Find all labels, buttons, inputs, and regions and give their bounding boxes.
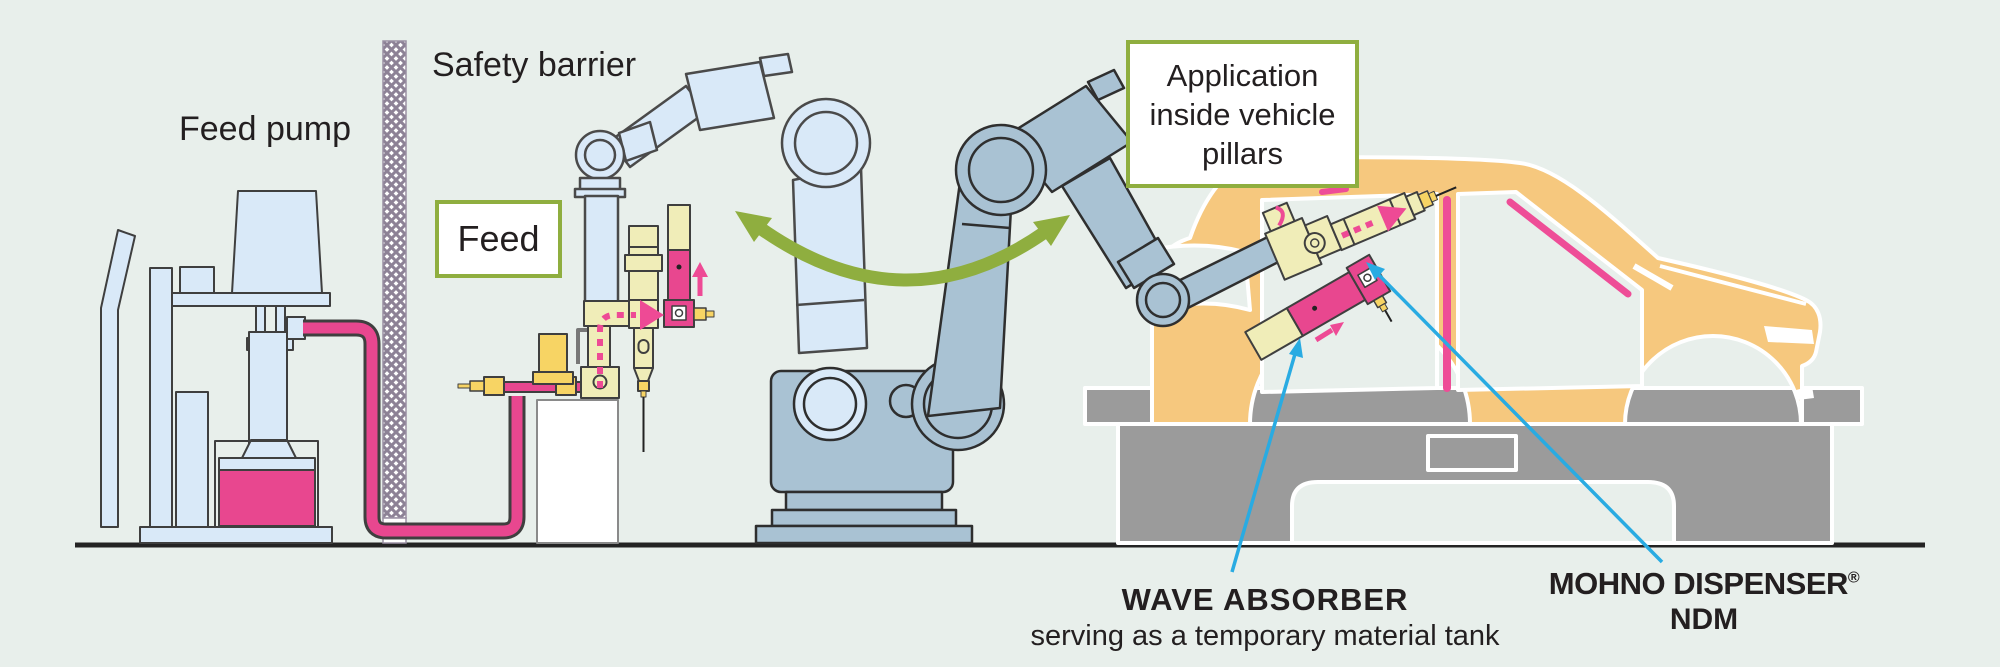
feed-label-box: Feed — [435, 200, 562, 278]
feed-flow-arrows — [597, 262, 708, 388]
mohno-dispenser-callout: MOHNO DISPENSER® NDM — [1518, 566, 1890, 637]
application-label-line1: Application — [1166, 57, 1319, 93]
safety-barrier-label: Safety barrier — [432, 46, 637, 84]
feed-station — [457, 328, 619, 544]
mohno-model: NDM — [1669, 603, 1739, 636]
feed-label: Feed — [457, 218, 540, 259]
material-hose — [303, 319, 526, 540]
application-label-line3: pillars — [1202, 135, 1283, 171]
mohno-brand: MOHNO DISPENSER® — [1518, 566, 1890, 602]
wave-absorber-feed — [663, 204, 715, 328]
sealed-pillar-stripes — [1319, 186, 1632, 392]
motion-arrow — [735, 211, 1070, 287]
feed-pump-label: Feed pump — [179, 110, 351, 148]
pedestal — [536, 399, 619, 544]
feed-pump — [100, 190, 333, 544]
mohno-brand-text: MOHNO DISPENSER — [1548, 566, 1849, 601]
pointer-arrow-dispenser — [1366, 262, 1664, 564]
wave-absorber-subtitle: serving as a temporary material tank — [1030, 620, 1500, 652]
robot-arm-feed-pose — [573, 52, 872, 355]
wave-absorber-callout: WAVE ABSORBER serving as a temporary mat… — [995, 582, 1535, 653]
application-label-box: Application inside vehicle pillars — [1126, 40, 1359, 188]
wave-absorber-title: WAVE ABSORBER — [1121, 582, 1409, 617]
absorber-flow-arrow — [1314, 322, 1344, 343]
pointer-arrow-wave-absorber — [1230, 338, 1303, 573]
robot-arm-application-pose — [926, 68, 1300, 418]
registered-mark: ® — [1847, 569, 1860, 587]
mohno-dispenser-ndm — [1261, 186, 1457, 281]
application-label-line2: inside vehicle — [1149, 96, 1336, 132]
